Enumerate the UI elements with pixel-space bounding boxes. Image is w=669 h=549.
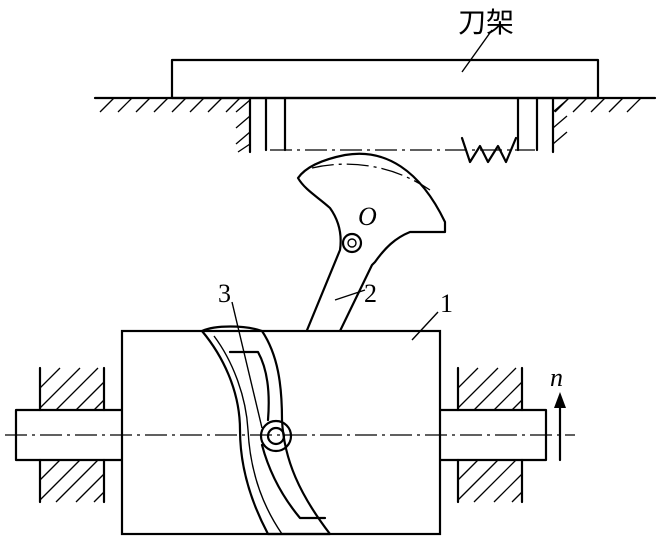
lever-assembly: O 2 bbox=[266, 152, 447, 432]
right-guide-post bbox=[551, 96, 568, 154]
part-2-label: 2 bbox=[364, 279, 377, 308]
cam-drum bbox=[120, 329, 442, 536]
part-1-label: 1 bbox=[440, 289, 453, 318]
left-ground-hatch bbox=[99, 97, 241, 113]
tool-holder-leader bbox=[461, 29, 493, 73]
pivot-hole-inner bbox=[347, 238, 357, 248]
rack-teeth bbox=[460, 136, 518, 164]
cam-groove-inner-bottom bbox=[260, 443, 327, 520]
roller-inner bbox=[266, 426, 286, 446]
rotation-indicator: n bbox=[550, 363, 566, 462]
pivot-hole-outer bbox=[341, 232, 363, 254]
part-1-leader bbox=[411, 311, 439, 341]
tool-holder-block bbox=[170, 58, 600, 100]
rotation-arrow-head bbox=[554, 392, 566, 408]
tool-holder-label: 刀架 bbox=[458, 6, 514, 39]
sector-lever-outline bbox=[266, 152, 447, 432]
part-2-leader bbox=[334, 289, 366, 301]
sector-pitch-arc bbox=[311, 163, 431, 191]
pivot-label: O bbox=[358, 202, 377, 231]
tool-holder-assembly: 刀架 bbox=[93, 6, 657, 164]
part-3-label: 3 bbox=[218, 279, 231, 308]
cam-groove-edge bbox=[213, 335, 283, 535]
roller-outer bbox=[259, 419, 293, 453]
part-3-leader bbox=[231, 301, 263, 429]
rotation-label: n bbox=[550, 363, 563, 392]
left-bearing bbox=[38, 366, 106, 504]
right-bearing bbox=[456, 366, 524, 504]
right-ground-hatch bbox=[554, 97, 642, 113]
cam-groove-outer bbox=[200, 325, 332, 536]
cam-groove-inner-top bbox=[228, 350, 270, 422]
left-guide-post bbox=[235, 96, 252, 154]
cylinder-cam-assembly: 1 3 bbox=[5, 279, 575, 536]
